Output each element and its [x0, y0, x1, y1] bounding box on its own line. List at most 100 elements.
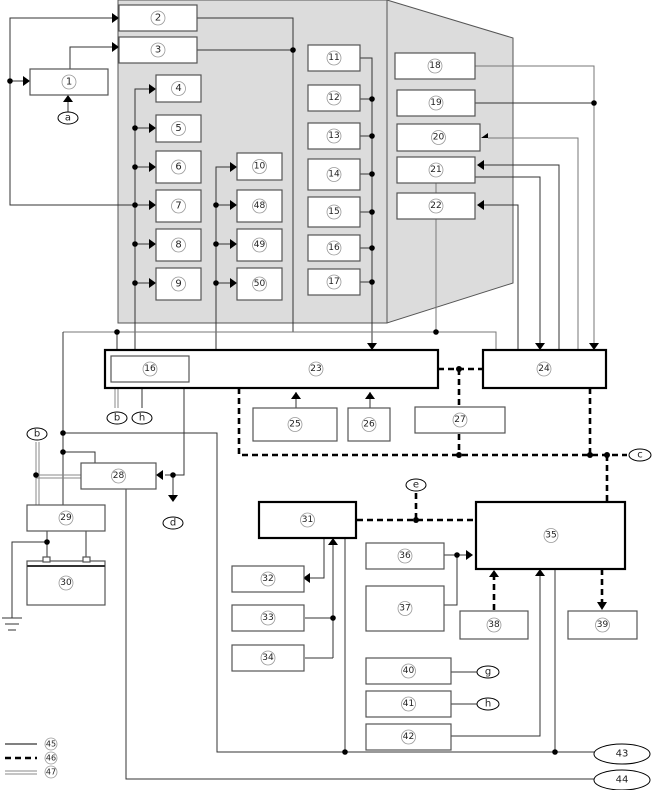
- connector-b: [106, 411, 128, 425]
- component-label-17: 17: [328, 277, 339, 287]
- component-label-4: 4: [175, 83, 181, 94]
- connector-c-label: c: [637, 450, 643, 461]
- component-label-16b: 16: [144, 364, 156, 374]
- label-circle: [428, 95, 444, 111]
- label-circle: [150, 42, 166, 58]
- label-circle: [397, 548, 413, 564]
- component-label-15: 15: [328, 207, 339, 217]
- label-circle: [428, 162, 444, 178]
- component-label-3: 3: [155, 45, 161, 56]
- component-label-25: 25: [289, 420, 300, 430]
- component-label-22: 22: [430, 201, 441, 211]
- component-label-31: 31: [302, 515, 313, 525]
- component-label-7: 7: [175, 201, 181, 212]
- component-label-9: 9: [175, 279, 181, 290]
- label-circle: [543, 528, 559, 543]
- label-circle: [287, 417, 303, 432]
- connector-markers: a b h b d e c g h 43 44: [26, 111, 652, 790]
- component-13: [307, 122, 361, 150]
- label-circle: [397, 601, 413, 616]
- label-circle: [150, 10, 166, 26]
- component-label-10: 10: [254, 162, 266, 172]
- component-label-27: 27: [454, 415, 465, 425]
- label-circle: [260, 610, 276, 626]
- label-circle: [401, 696, 416, 712]
- component-label-40: 40: [403, 666, 415, 676]
- connector-h2-label: h: [485, 699, 491, 710]
- legend-label-45: 45: [46, 740, 56, 749]
- component-label-5: 5: [175, 123, 181, 134]
- label-circle: [252, 276, 267, 292]
- connector-g: [476, 665, 500, 679]
- label-circle: [536, 361, 552, 377]
- component-label-37: 37: [399, 604, 410, 614]
- arrowheads: [23, 13, 607, 610]
- component-label-21: 21: [430, 165, 441, 175]
- component-label-35: 35: [545, 531, 556, 541]
- label-circle: [260, 571, 276, 587]
- component-label-19: 19: [430, 98, 442, 108]
- component-19: [396, 89, 476, 117]
- component-label-23: 23: [310, 364, 321, 374]
- label-circle: [58, 510, 74, 526]
- component-label-24: 24: [538, 364, 550, 374]
- component-label-13: 13: [328, 131, 339, 141]
- label-circle: [401, 663, 416, 679]
- component-label-12: 12: [328, 93, 339, 103]
- terminal-44-label: 44: [616, 775, 629, 786]
- label-circle: [326, 167, 342, 182]
- label-circle: [431, 130, 446, 145]
- component-label-38: 38: [488, 620, 500, 630]
- component-label-20: 20: [433, 133, 445, 143]
- label-circle: [111, 468, 126, 484]
- label-circle: [171, 159, 186, 175]
- legend-label-47: 47: [46, 768, 56, 777]
- label-circle: [326, 90, 342, 106]
- label-circle: [326, 240, 342, 256]
- label-circle: [300, 512, 315, 528]
- component-label-49: 49: [254, 240, 266, 250]
- label-circle: [401, 729, 416, 745]
- connector-b2: [26, 427, 48, 441]
- label-circle: [58, 575, 74, 591]
- junction-dots: [7, 47, 610, 755]
- label-circle: [171, 237, 186, 253]
- component-label-28: 28: [113, 471, 125, 481]
- label-circle: [326, 50, 342, 66]
- label-circle: [171, 276, 186, 292]
- connector-b2-label: b: [34, 429, 40, 440]
- component-label-30: 30: [60, 578, 72, 588]
- component-label-48: 48: [254, 201, 266, 211]
- connector-a: [57, 111, 79, 125]
- connector-g-label: g: [485, 667, 491, 678]
- component-label-14: 14: [328, 170, 340, 180]
- connector-b-label: b: [114, 413, 120, 424]
- label-circle: [171, 121, 186, 136]
- component-label-42: 42: [403, 732, 414, 742]
- component-label-6: 6: [175, 162, 181, 173]
- component-label-8: 8: [175, 240, 181, 251]
- component-label-33: 33: [262, 613, 273, 623]
- label-circle: [427, 58, 443, 74]
- label-circle: [171, 81, 186, 96]
- connector-e-label: e: [413, 480, 419, 491]
- label-circle: [326, 274, 342, 290]
- component-12: [307, 84, 361, 112]
- connector-e: [405, 478, 427, 492]
- terminal-44: [593, 769, 651, 790]
- component-label-32: 32: [262, 574, 273, 584]
- label-circle: [252, 198, 267, 214]
- label-circle: [486, 617, 502, 633]
- connector-h: [131, 411, 153, 425]
- label-circle: [171, 198, 186, 214]
- component-label-50: 50: [254, 279, 266, 289]
- component-label-11: 11: [328, 53, 339, 63]
- label-circle: [452, 412, 468, 428]
- label-circle: [252, 237, 267, 253]
- label-circle: [308, 361, 324, 377]
- legend-label-46: 46: [46, 754, 56, 763]
- connector-c: [628, 448, 652, 462]
- component-label-41: 41: [403, 699, 414, 709]
